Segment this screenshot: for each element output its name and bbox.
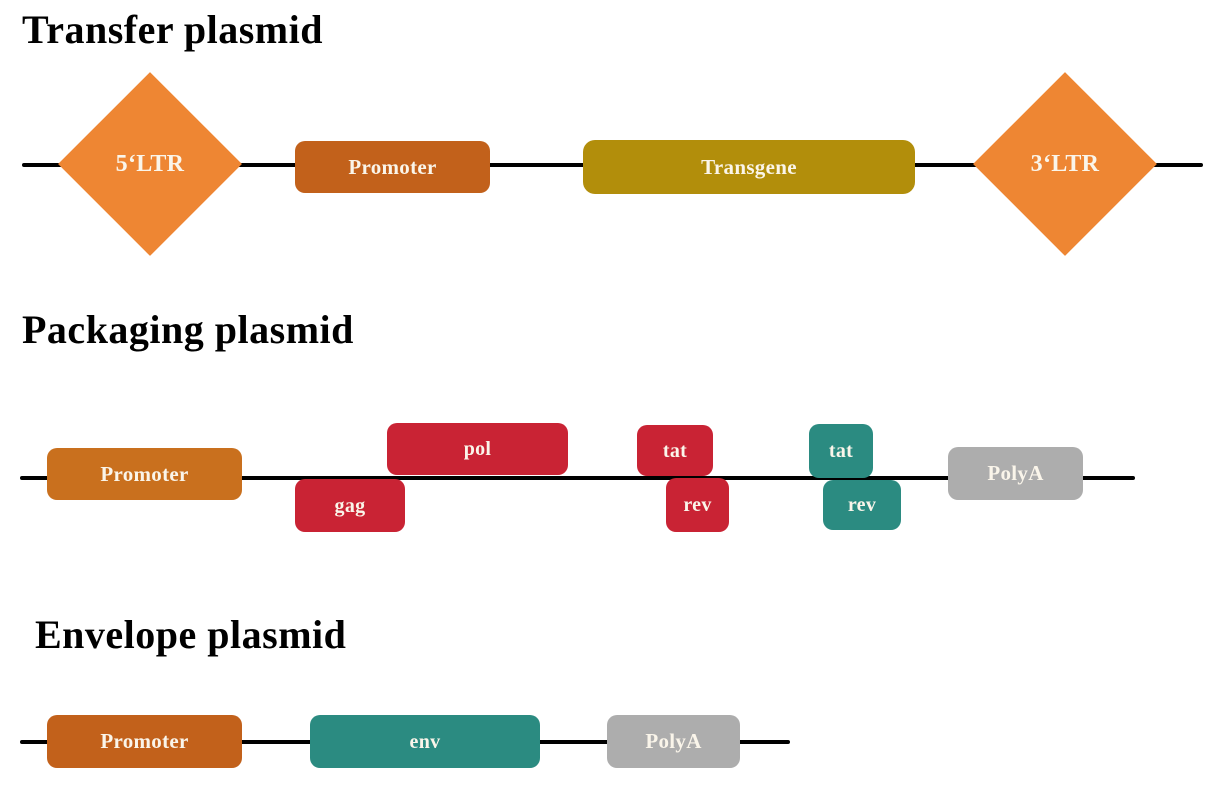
rev-crimson-box: rev (666, 478, 729, 532)
transgene-box: Transgene (583, 140, 915, 194)
rev-teal-box: rev (823, 480, 901, 530)
transfer-promoter-box: Promoter (295, 141, 490, 193)
packaging-promoter-box: Promoter (47, 448, 242, 500)
env-box: env (310, 715, 540, 768)
rev-teal-label: rev (847, 494, 877, 516)
transfer-promoter-label: Promoter (348, 154, 437, 179)
tat-teal-label: tat (828, 440, 854, 462)
pol-label: pol (463, 438, 492, 460)
envelope-promoter-box: Promoter (47, 715, 242, 768)
gag-label: gag (334, 494, 366, 517)
packaging-backbone-line (20, 476, 1135, 480)
gag-box: gag (295, 479, 405, 532)
transfer-plasmid-title: Transfer plasmid (22, 7, 323, 52)
packaging-polya-box: PolyA (948, 447, 1083, 500)
packaging-plasmid-title: Packaging plasmid (22, 307, 354, 352)
tat-crimson-label: tat (662, 439, 688, 462)
transgene-label: Transgene (701, 154, 797, 179)
three-ltr-diamond: 3‘LTR (973, 72, 1157, 256)
five-ltr-label: 5‘LTR (115, 151, 185, 177)
env-label: env (409, 730, 441, 753)
envelope-plasmid-title: Envelope plasmid (35, 612, 347, 657)
envelope-promoter-label: Promoter (100, 729, 189, 753)
five-ltr-diamond: 5‘LTR (58, 72, 242, 256)
tat-teal-box: tat (809, 424, 873, 478)
envelope-polya-label: PolyA (645, 729, 702, 753)
rev-crimson-label: rev (683, 494, 712, 516)
envelope-polya-box: PolyA (607, 715, 740, 768)
packaging-polya-label: PolyA (987, 461, 1044, 485)
three-ltr-label: 3‘LTR (1030, 151, 1100, 177)
pol-box: pol (387, 423, 568, 475)
packaging-promoter-label: Promoter (100, 461, 189, 486)
tat-crimson-box: tat (637, 425, 713, 476)
